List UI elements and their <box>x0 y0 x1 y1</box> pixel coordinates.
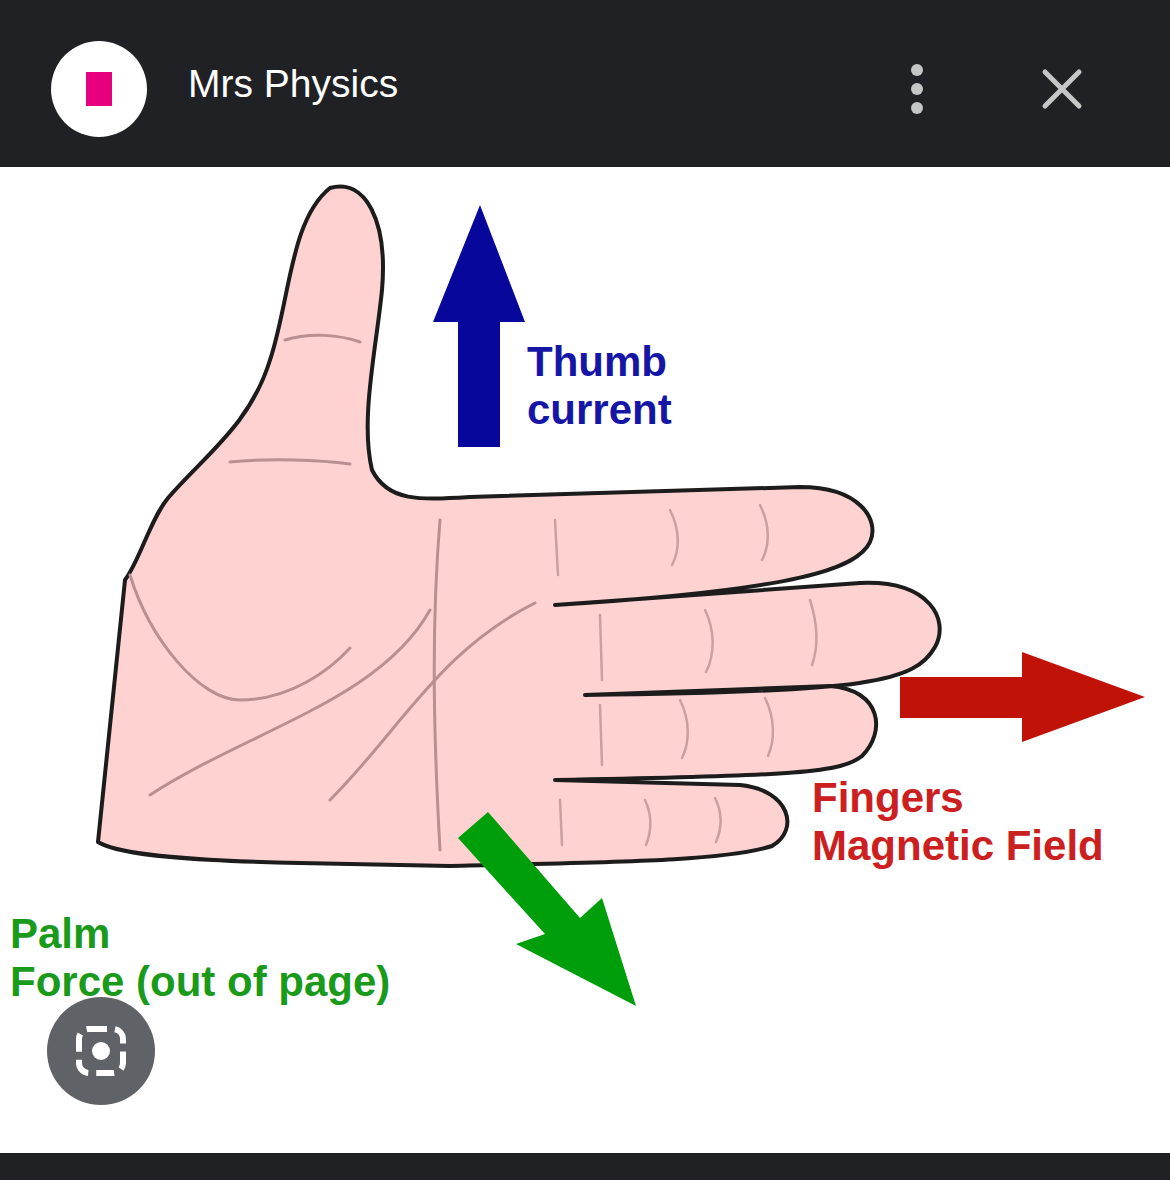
site-icon <box>51 41 147 137</box>
force-arrow <box>458 812 636 1006</box>
label-text: Fingers Magnetic Field <box>812 774 1104 869</box>
axis-label: Palm Force (out of page) <box>10 910 490 1007</box>
menu-dots <box>911 64 923 114</box>
close-icon <box>1045 72 1079 106</box>
header-bar <box>0 0 1170 167</box>
label-text: Palm Force (out of page) <box>10 910 390 1005</box>
hand <box>98 187 940 866</box>
label-text: Mrs Physics <box>188 62 398 105</box>
lens-button <box>47 997 155 1105</box>
header-title: Mrs Physics <box>188 62 788 107</box>
axis-label: Fingers Magnetic Field <box>812 774 1162 871</box>
label-text: Thumb current <box>527 338 672 433</box>
axis-label: Thumb current <box>527 338 727 435</box>
wrap-spacer <box>987 774 1162 822</box>
current-arrow <box>433 205 525 447</box>
wrap-spacer <box>140 910 490 958</box>
site-icon-mark <box>86 72 112 106</box>
footer-bar <box>0 1153 1170 1180</box>
field-arrow <box>900 652 1145 742</box>
